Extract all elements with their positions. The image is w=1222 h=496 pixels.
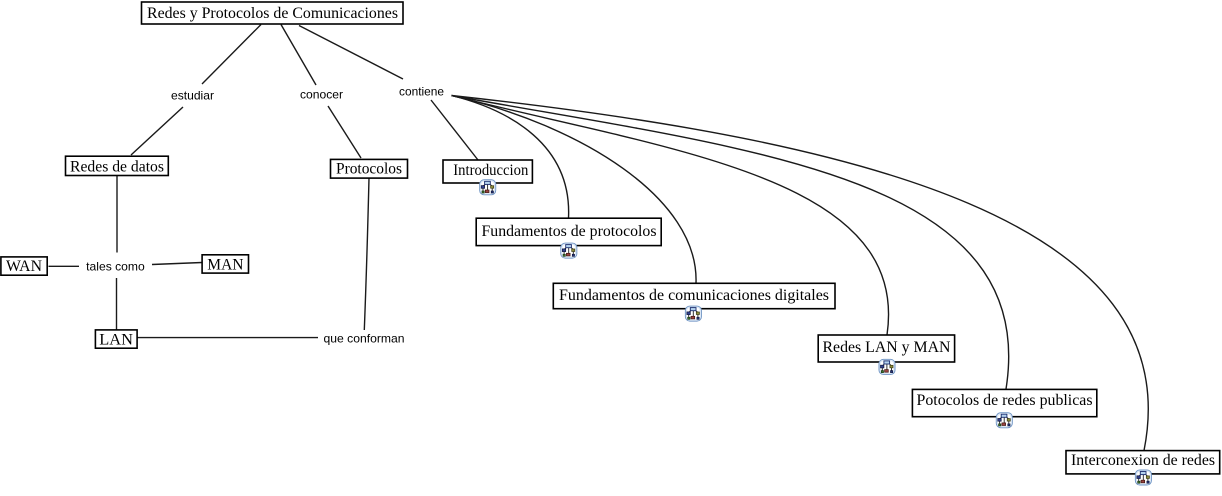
svg-text:Protocolos: Protocolos [336, 161, 402, 178]
svg-text:Fundamentos de comunicaciones: Fundamentos de comunicaciones digitales [559, 287, 829, 304]
svg-text:estudiar: estudiar [171, 89, 214, 103]
svg-text:Introduccion: Introduccion [453, 162, 528, 179]
svg-text:Redes de datos: Redes de datos [70, 158, 164, 175]
svg-text:contiene: contiene [399, 85, 444, 99]
svg-text:Redes LAN y MAN: Redes LAN y MAN [823, 339, 951, 356]
svg-text:tales como: tales como [86, 259, 145, 273]
svg-text:LAN: LAN [99, 332, 133, 349]
svg-text:Redes y Protocolos de Comunica: Redes y Protocolos de Comunicaciones [147, 5, 398, 22]
svg-text:Fundamentos de protocolos: Fundamentos de protocolos [482, 223, 657, 240]
svg-text:WAN: WAN [6, 258, 42, 275]
svg-text:Potocolos de redes publicas: Potocolos de redes publicas [917, 392, 1093, 409]
svg-text:MAN: MAN [207, 256, 244, 273]
svg-text:Interconexion de redes: Interconexion de redes [1071, 452, 1215, 469]
svg-text:conocer: conocer [300, 88, 343, 102]
svg-text:que conforman: que conforman [324, 332, 405, 346]
